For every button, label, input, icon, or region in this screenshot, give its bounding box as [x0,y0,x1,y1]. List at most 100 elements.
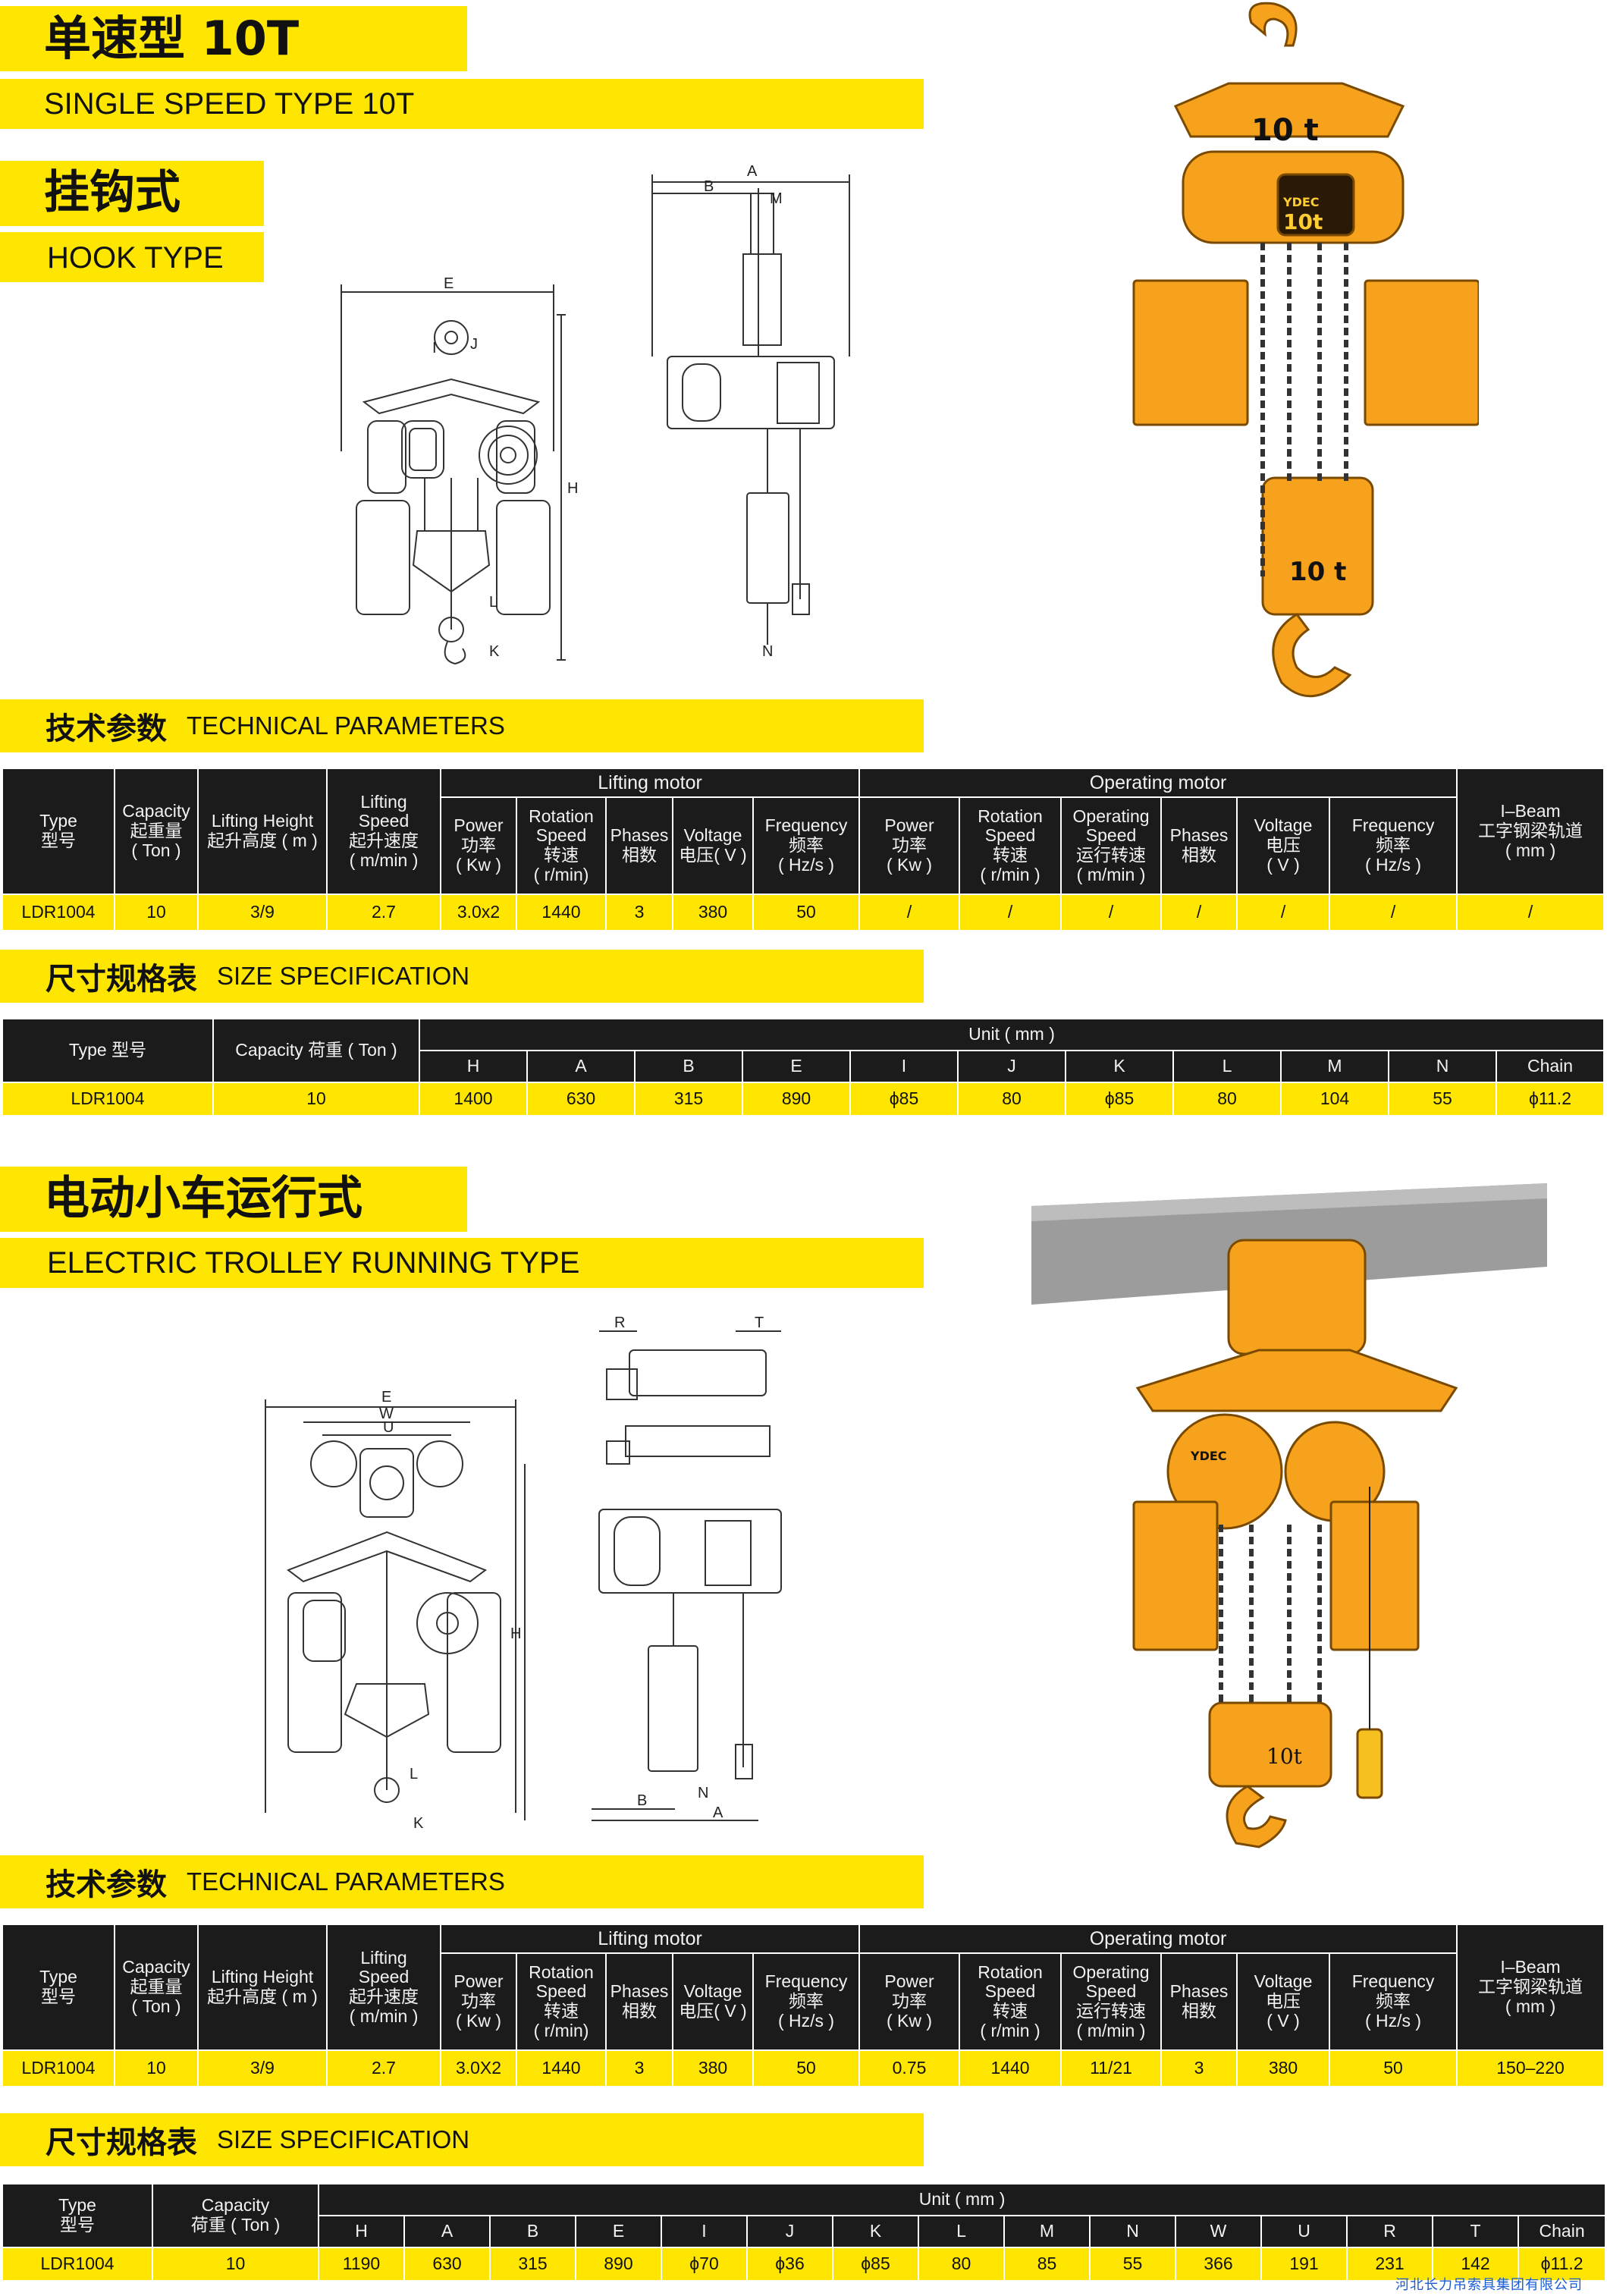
th-A: A [403,2215,491,2248]
hook-size-title-bar: 尺寸规格表 SIZE SPECIFICATION [0,950,924,1003]
hook-size-table: Type 型号 Capacity 荷重 ( Ton ) Unit ( mm ) … [2,1018,1605,1117]
th-E: E [575,2215,662,2248]
table-cell: 630 [403,2247,491,2282]
table-cell: 2.7 [326,2049,441,2087]
table-cell: 890 [575,2247,662,2282]
table-cell: LDR1004 [2,894,115,931]
table-cell: ϕ85 [1065,1082,1174,1117]
th-type: Type 型号 [2,768,115,895]
th-lm-frequency: Frequency 频率 ( Hz/s ) [752,1952,861,2051]
th-chain: Chain [1517,2215,1607,2248]
hook-label-cn: 挂钩式 [44,166,180,219]
table-cell: 315 [489,2247,576,2282]
photo-load-label: 10t [1266,1744,1303,1769]
th-M: M [1003,2215,1091,2248]
table-cell: 50 [752,2049,861,2087]
table-cell: ϕ85 [849,1082,959,1117]
th-lifting-height: Lifting Height 起升高度 ( m ) [197,1924,328,2051]
th-om-operating: Operating Speed 运行转速 ( m/min ) [1060,796,1163,895]
trolley-side-diagram: R T B N A [592,1314,782,1821]
th-L: L [1172,1050,1282,1083]
photo-brand: YDEC [1282,195,1320,209]
hook-tech-table: Type 型号 Capacity 起重量 ( Ton ) Lifting Hei… [2,768,1605,931]
hook-size-title-en: SIZE SPECIFICATION [217,962,470,990]
table-cell: 1440 [959,2049,1062,2087]
table-cell: 1400 [419,1082,528,1117]
table-cell: 2.7 [326,894,441,931]
th-lm-phases: Phases 相数 [605,1952,673,2051]
table-cell: 1190 [318,2247,405,2282]
th-ibeam: I–Beam 工字钢梁轨道 ( mm ) [1456,768,1605,895]
table-cell: ϕ36 [746,2247,833,2282]
table-cell: / [1456,894,1605,931]
trolley-tech-title-bar: 技术参数 TECHNICAL PARAMETERS [0,1855,924,1908]
th-lm-rotation: Rotation Speed 转速 ( r/min) [516,1952,607,2051]
th-lm-power: Power 功率 ( Kw ) [440,1952,517,2051]
table-cell: 50 [1329,2049,1458,2087]
table-cell: 630 [526,1082,636,1117]
th-B: B [634,1050,743,1083]
title-en: SINGLE SPEED TYPE 10T [44,87,415,121]
trolley-label-en-bar [0,1238,924,1288]
trolley-tech-table: Type 型号 Capacity 起重量 ( Ton ) Lifting Hei… [2,1924,1605,2087]
table-cell: 366 [1175,2247,1262,2282]
th-L: L [918,2215,1005,2248]
table-cell: 80 [1172,1082,1282,1117]
dim-label-N: N [762,643,773,660]
trolley-size-title-en: SIZE SPECIFICATION [217,2125,470,2153]
th-om-frequency: Frequency 频率 ( Hz/s ) [1329,1952,1458,2051]
table-row: LDR1004 10 1400 630 315 890 ϕ85 80 ϕ85 8… [2,1082,1605,1117]
th-om-rotation: Rotation Speed 转速 ( r/min ) [959,1952,1062,2051]
photo-load-label-top: 10 t [1251,113,1319,148]
trolley-label-cn: 电动小车运行式 [44,1172,363,1225]
dim-label-N: N [698,1785,708,1801]
th-W: W [1175,2215,1262,2248]
th-lifting-height: Lifting Height 起升高度 ( m ) [197,768,328,895]
table-cell: ϕ11.2 [1495,1082,1605,1117]
table-cell: / [1236,894,1331,931]
th-N: N [1388,1050,1497,1083]
table-cell: 231 [1346,2247,1433,2282]
th-K: K [832,2215,919,2248]
th-operating-motor: Operating motor [858,768,1458,798]
table-cell: LDR1004 [2,1082,214,1117]
table-cell: / [959,894,1062,931]
th-unit: Unit ( mm ) [418,1018,1605,1051]
company-footer: 河北长力吊索具集团有限公司 [1395,2277,1583,2293]
table-row: LDR1004 10 1190 630 315 890 ϕ70 ϕ36 ϕ85 … [2,2247,1607,2282]
dim-label-E: E [444,275,454,292]
table-cell: 3/9 [197,894,328,931]
th-M: M [1280,1050,1389,1083]
th-lifting-motor: Lifting motor [439,768,861,798]
th-ibeam: I–Beam 工字钢梁轨道 ( mm ) [1456,1924,1605,2051]
dim-label-I: I [432,340,437,356]
table-cell: 142 [1432,2247,1519,2282]
th-lifting-speed: Lifting Speed 起升速度 ( m/min ) [326,1924,441,2051]
th-lm-phases: Phases 相数 [605,796,673,895]
th-J: J [957,1050,1066,1083]
dim-label-J: J [470,336,478,353]
table-cell: 80 [957,1082,1066,1117]
table-cell: ϕ11.2 [1517,2247,1607,2282]
th-N: N [1089,2215,1176,2248]
table-cell: ϕ70 [661,2247,748,2282]
th-lm-frequency: Frequency 频率 ( Hz/s ) [752,796,861,895]
th-chain: Chain [1495,1050,1605,1083]
table-cell: / [1160,894,1238,931]
table-cell: 890 [742,1082,851,1117]
table-cell: 85 [1003,2247,1091,2282]
hook-tech-title-cn: 技术参数 [46,711,167,746]
dim-label-H: H [510,1625,521,1642]
hook-label-cn-bar [0,161,264,226]
th-lm-rotation: Rotation Speed 转速 ( r/min) [516,796,607,895]
table-cell: 3.0x2 [440,894,517,931]
th-operating-motor: Operating motor [858,1924,1458,1954]
trolley-label-cn-bar [0,1167,467,1232]
th-type: Type 型号 [2,1924,115,2051]
table-cell: 10 [114,2049,199,2087]
th-capacity: Capacity 荷重 ( Ton ) [152,2183,319,2248]
dim-label-E: E [381,1389,391,1406]
dim-label-W: W [379,1406,394,1422]
table-cell: 191 [1260,2247,1348,2282]
dim-label-L: L [410,1766,418,1782]
